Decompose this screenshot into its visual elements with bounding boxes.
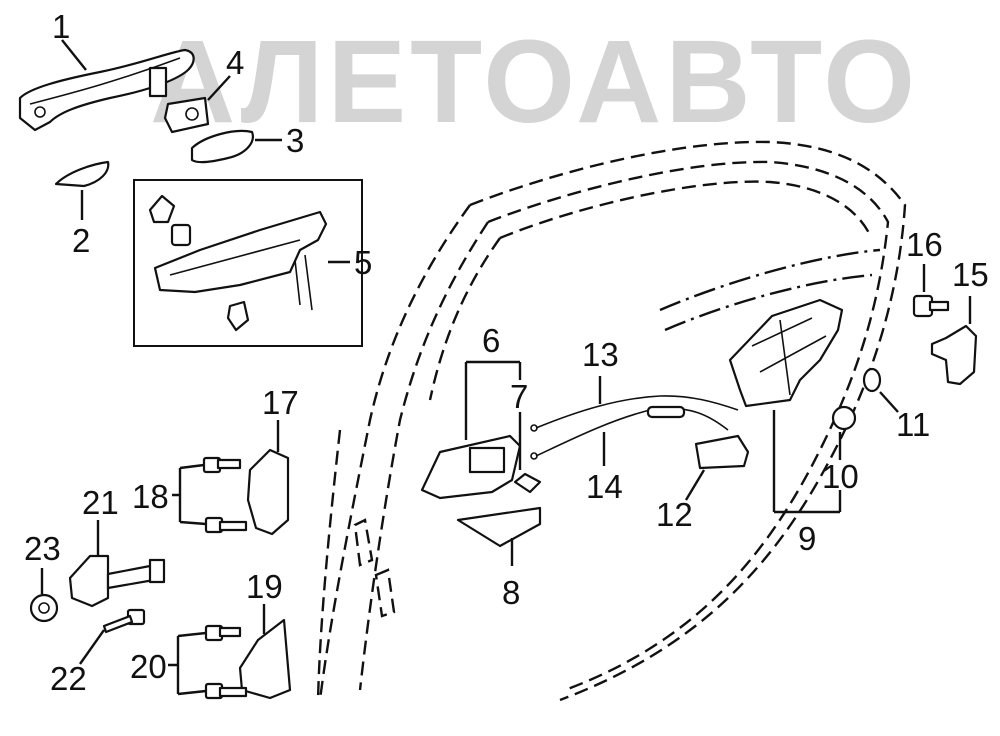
callout-14: 14 — [586, 468, 623, 505]
callout-labels: 1 2 3 4 5 6 7 8 9 10 11 12 13 14 15 16 1… — [24, 8, 989, 697]
callout-19: 19 — [246, 568, 283, 605]
lock-cables — [530, 395, 739, 460]
door-hinge-upper — [246, 448, 290, 536]
hinge-bolts-upper — [202, 456, 248, 534]
door-check — [68, 554, 166, 608]
handle-frame-box — [133, 179, 363, 347]
callout-6: 6 — [482, 322, 500, 359]
door-lock-assembly — [728, 298, 844, 408]
callout-8: 8 — [502, 574, 520, 611]
grommet-11 — [862, 367, 882, 393]
callout-12: 12 — [656, 496, 693, 533]
callout-4: 4 — [226, 44, 244, 81]
callout-18: 18 — [132, 478, 169, 515]
door-outline — [316, 140, 907, 702]
inside-handle-clip — [513, 472, 542, 494]
callout-21: 21 — [82, 484, 119, 521]
callout-11: 11 — [896, 406, 930, 443]
grommet-10 — [831, 405, 857, 431]
callout-20: 20 — [130, 648, 167, 685]
door-striker — [930, 324, 978, 386]
callout-10: 10 — [822, 458, 859, 495]
lock-cover — [694, 434, 750, 470]
callout-23: 23 — [24, 530, 61, 567]
callout-15: 15 — [952, 256, 989, 293]
handle-bezel — [456, 506, 542, 548]
inside-door-handle — [420, 434, 522, 500]
callout-22: 22 — [50, 660, 87, 697]
callout-16: 16 — [906, 226, 943, 263]
callout-17: 17 — [262, 384, 299, 421]
callout-2: 2 — [72, 222, 90, 259]
outside-door-handle — [18, 48, 195, 132]
handle-gasket — [54, 160, 110, 188]
handle-pad — [190, 129, 254, 164]
callout-5: 5 — [354, 244, 372, 281]
callout-1: 1 — [52, 8, 70, 45]
leader-lines — [40, 39, 972, 696]
callout-7: 7 — [510, 378, 528, 415]
hinge-bolts-lower — [204, 624, 248, 700]
callout-9: 9 — [798, 520, 816, 557]
callout-13: 13 — [582, 336, 619, 373]
watermark-text: АЛЕТОАВТО — [150, 16, 919, 148]
striker-bolt — [912, 294, 950, 318]
handle-cap — [163, 96, 210, 134]
check-bolt — [102, 608, 146, 634]
check-nut — [29, 593, 59, 623]
handle-frame — [148, 194, 328, 332]
callout-3: 3 — [286, 122, 304, 159]
